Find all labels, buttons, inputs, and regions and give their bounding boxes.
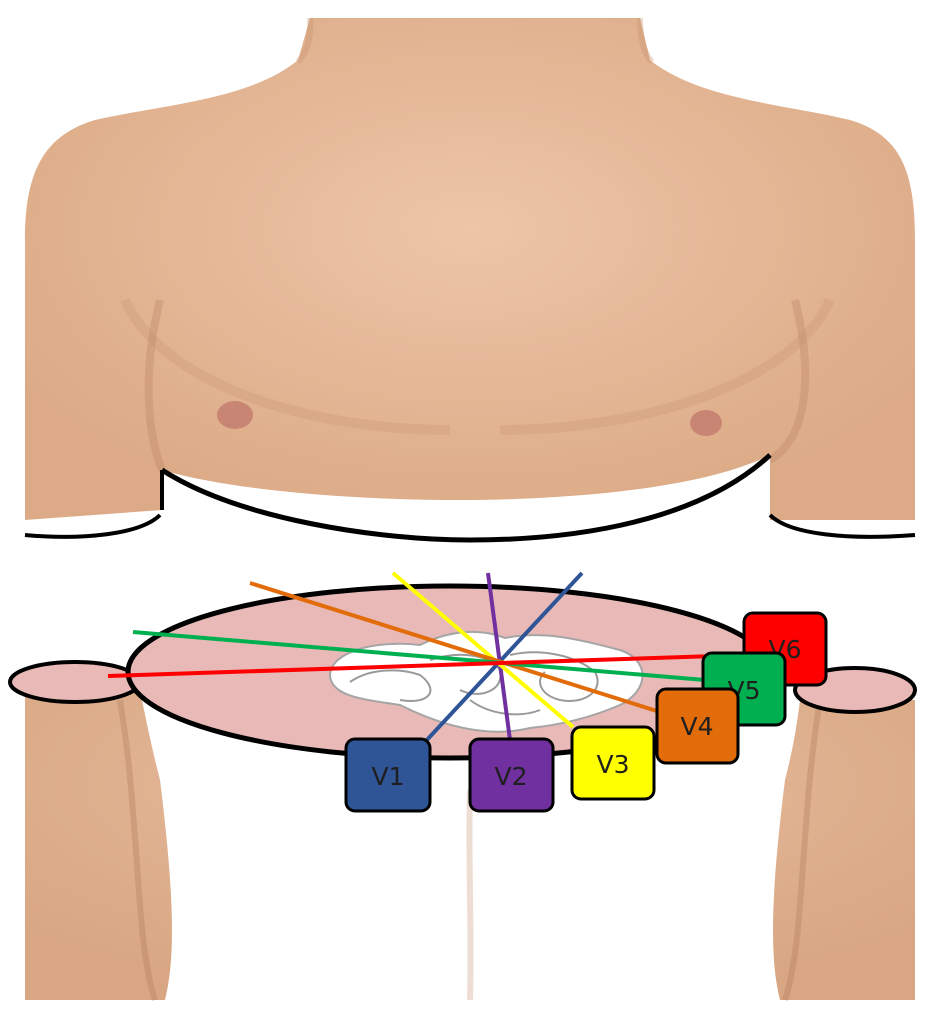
lower-torso-skin (25, 690, 915, 1000)
upper-cut-right-edge (768, 513, 916, 539)
lead-v3-vector-line (391, 571, 575, 729)
lead-boxes: V6 V5 V4 V3 V2 V1 (344, 611, 828, 813)
lower-arm-gap-left (117, 699, 158, 1001)
nipple-right (690, 410, 722, 436)
neck-shadow-left (295, 17, 314, 65)
lead-v2: V2 (468, 737, 555, 813)
upper-torso (24, 17, 916, 543)
lead-v5-vector-line (132, 630, 706, 682)
lead-v6-vector-line (107, 653, 746, 678)
lead-v4: V4 (655, 687, 740, 765)
lead-v2-vector-line (486, 572, 512, 741)
belly-line (466, 789, 474, 1001)
arm-crease-right (767, 299, 810, 464)
lead-v3-label: V3 (596, 750, 629, 779)
upper-cut-outline (160, 453, 772, 543)
heart-inner-detail-1 (349, 669, 432, 702)
lead-v4-vector-line (249, 581, 661, 714)
cross-section (8, 583, 917, 761)
upper-cut-left-edge (24, 513, 162, 539)
lower-arm-gap-right (782, 699, 823, 1001)
nipple-left (217, 401, 253, 429)
neck-shadow-right (637, 17, 655, 65)
lead-v1: V1 (344, 737, 432, 813)
arm-crease-left (144, 299, 166, 472)
lead-v1-vector-line (423, 571, 584, 744)
lower-torso (25, 690, 915, 1001)
lead-v4-label: V4 (680, 712, 713, 741)
lead-v2-box (468, 737, 555, 813)
pectoral-line-left (120, 297, 451, 435)
lead-v1-box (344, 737, 432, 813)
lead-v4-box (655, 687, 740, 765)
lead-v3-box (570, 725, 656, 801)
lead-v2-label: V2 (494, 762, 527, 791)
pectoral-line-right (499, 297, 835, 435)
lead-vector-lines (107, 571, 746, 744)
lead-v1-label: V1 (371, 762, 404, 791)
left-arm-section (8, 660, 142, 704)
upper-torso-skin (25, 18, 915, 520)
lead-v3: V3 (570, 725, 656, 801)
